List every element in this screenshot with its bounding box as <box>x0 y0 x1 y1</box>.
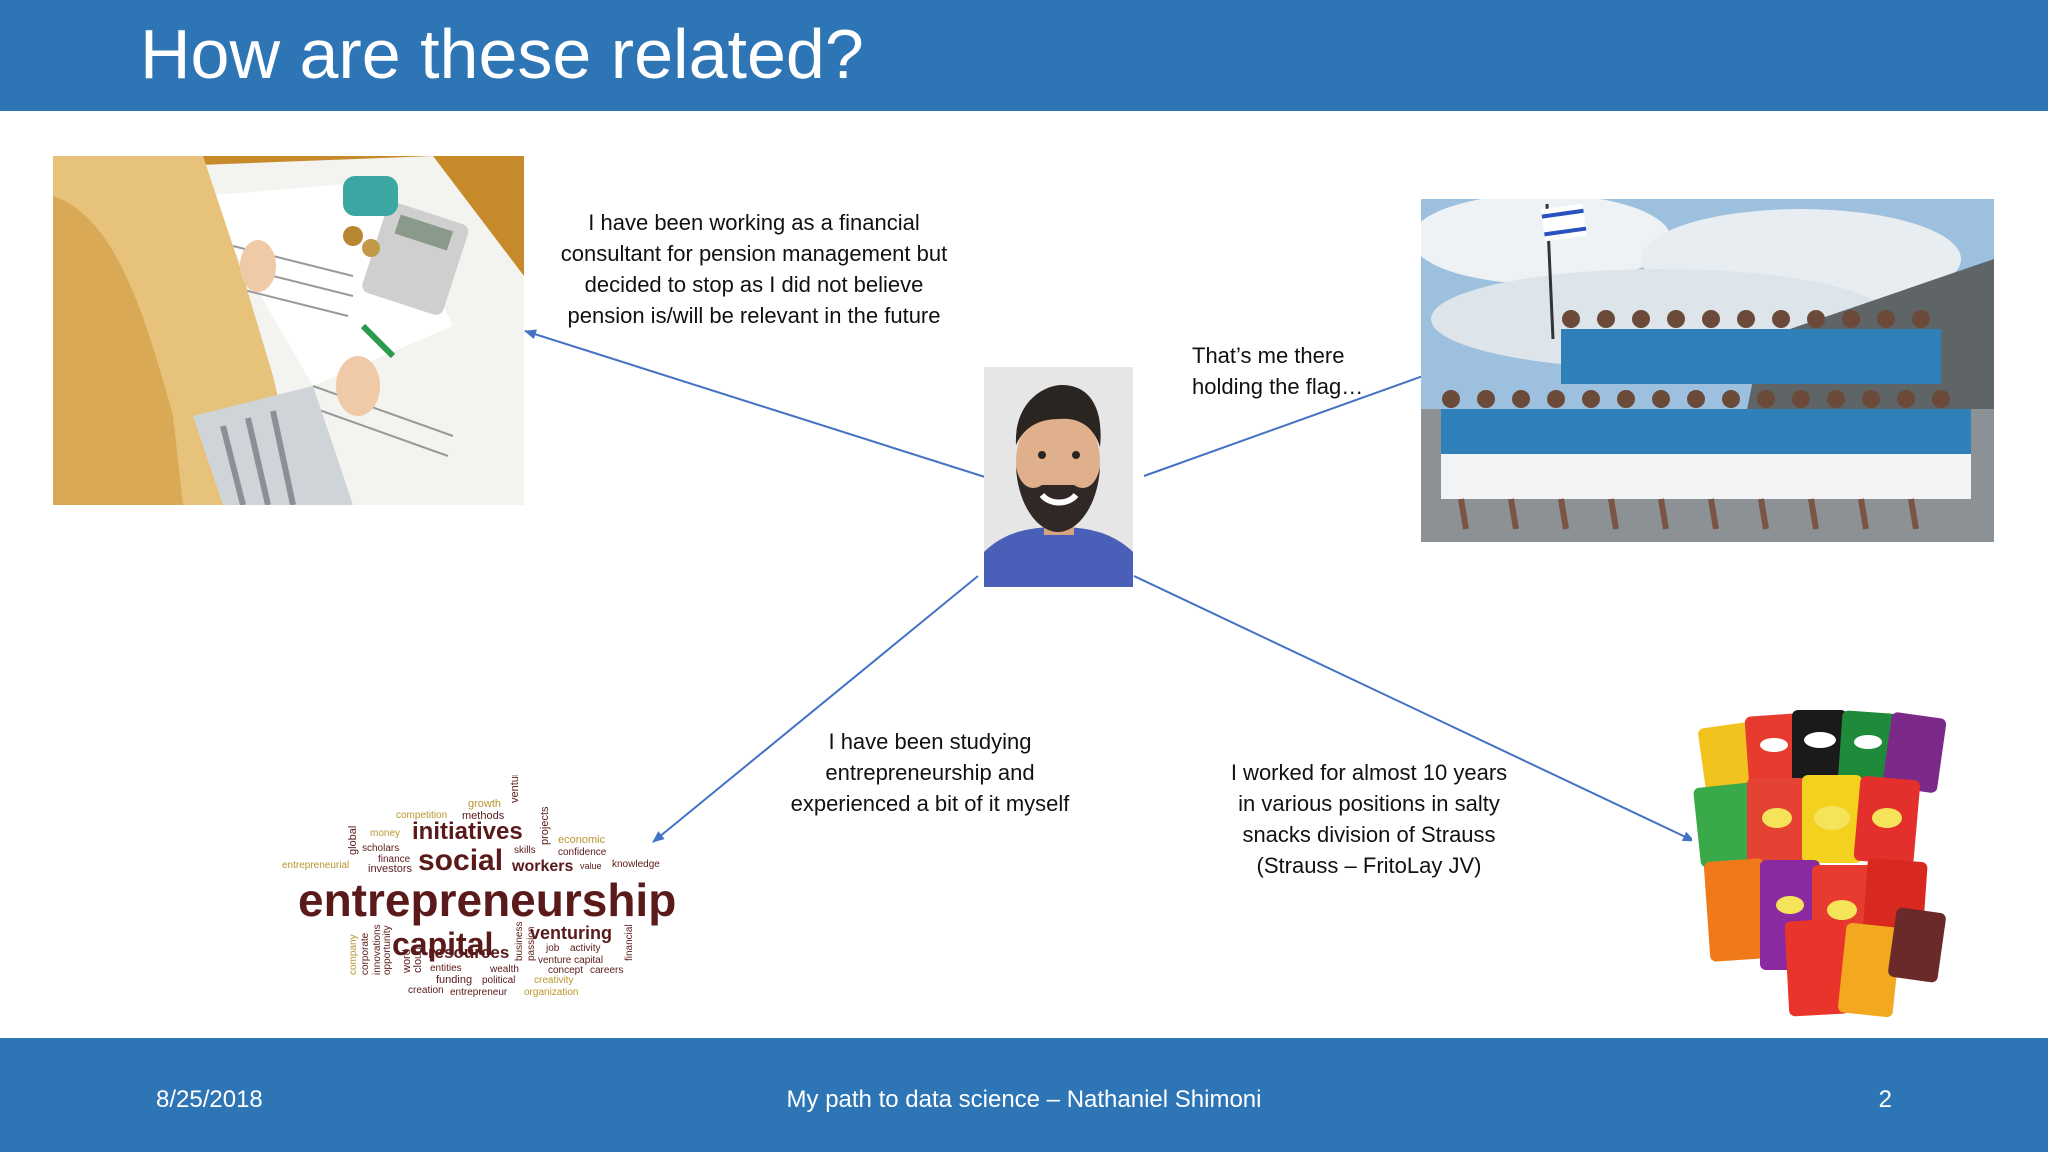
wordcloud-word: value <box>580 861 602 871</box>
entrepreneurship-caption-line: entrepreneurship and <box>760 757 1100 788</box>
wordcloud-word: wealth <box>489 964 519 975</box>
wordcloud-word: entities <box>430 963 462 974</box>
arrow-to-finance <box>525 331 985 477</box>
flag-caption: That’s me there holding the flag… <box>1192 340 1363 402</box>
dance-group-photo <box>1421 199 1994 542</box>
strauss-caption-line: snacks division of Strauss <box>1189 819 1549 850</box>
wordcloud-word: entrepreneur <box>450 987 508 998</box>
wordcloud-word: cloud <box>412 947 424 973</box>
wordcloud-word: entrepreneurship <box>298 874 676 926</box>
wordcloud-word: initiatives <box>412 818 523 845</box>
strauss-caption-line: I worked for almost 10 years <box>1189 757 1549 788</box>
wordcloud-word: workers <box>511 858 573 875</box>
finance-caption-line: decided to stop as I did not believe <box>534 269 974 300</box>
slide-number: 2 <box>1879 1086 1892 1114</box>
wordcloud-word: passion <box>526 927 537 961</box>
wordcloud-word: confidence <box>558 847 607 858</box>
wordcloud-word: company <box>348 934 359 975</box>
wordcloud-word: political <box>482 975 515 986</box>
slide-title: How are these related? <box>140 12 864 96</box>
entrepreneurship-caption: I have been studying entrepreneurship an… <box>760 726 1100 819</box>
wordcloud-word: financial <box>624 924 635 961</box>
wordcloud-word: careers <box>590 965 623 976</box>
finance-paperwork-image <box>53 156 524 505</box>
wordcloud-word: job <box>545 943 560 954</box>
wordcloud-word: skills <box>514 845 536 856</box>
strauss-caption: I worked for almost 10 years in various … <box>1189 757 1549 881</box>
wordcloud-word: global <box>347 826 359 855</box>
presenter-portrait <box>984 367 1133 587</box>
wordcloud-word: projects <box>539 806 551 845</box>
wordcloud-word: activity <box>570 943 601 954</box>
finance-caption-line: pension is/will be relevant in the futur… <box>534 300 974 331</box>
finance-caption-line: consultant for pension management but <box>534 238 974 269</box>
strauss-snacks-image <box>1692 700 1982 1025</box>
wordcloud-word: money <box>370 828 400 839</box>
wordcloud-word: venturing <box>530 923 612 943</box>
strauss-caption-line: (Strauss – FritoLay JV) <box>1189 850 1549 881</box>
strauss-caption-line: in various positions in salty <box>1189 788 1549 819</box>
wordcloud-word: growth <box>468 798 501 810</box>
flag-caption-line: That’s me there <box>1192 340 1363 371</box>
finance-caption: I have been working as a financial consu… <box>534 207 974 331</box>
wordcloud-word: entrepreneurial <box>282 860 349 871</box>
wordcloud-word: opportunity <box>382 926 393 975</box>
title-bar: How are these related? <box>0 0 2048 111</box>
wordcloud-word: creation <box>408 985 444 996</box>
wordcloud-word: knowledge <box>612 859 660 870</box>
entrepreneurship-caption-line: experienced a bit of it myself <box>760 788 1100 819</box>
flag-caption-line: holding the flag… <box>1192 371 1363 402</box>
entrepreneurship-wordcloud: growth competition methods venture money… <box>280 775 700 1005</box>
entrepreneurship-caption-line: I have been studying <box>760 726 1100 757</box>
wordcloud-word: business <box>514 922 525 961</box>
footer-bar: 8/25/2018 My path to data science – Nath… <box>0 1038 2048 1152</box>
wordcloud-word: scholars <box>362 843 399 854</box>
wordcloud-word: venture <box>509 775 521 803</box>
wordcloud-word: organization <box>524 987 578 998</box>
wordcloud-word: resources <box>428 943 509 962</box>
wordcloud-word: corporate <box>360 932 371 975</box>
wordcloud-word: creativity <box>534 975 573 986</box>
finance-caption-line: I have been working as a financial <box>534 207 974 238</box>
wordcloud-word: social <box>418 844 503 877</box>
wordcloud-word: economic <box>558 834 606 846</box>
footer-presentation-title: My path to data science – Nathaniel Shim… <box>0 1086 2048 1114</box>
